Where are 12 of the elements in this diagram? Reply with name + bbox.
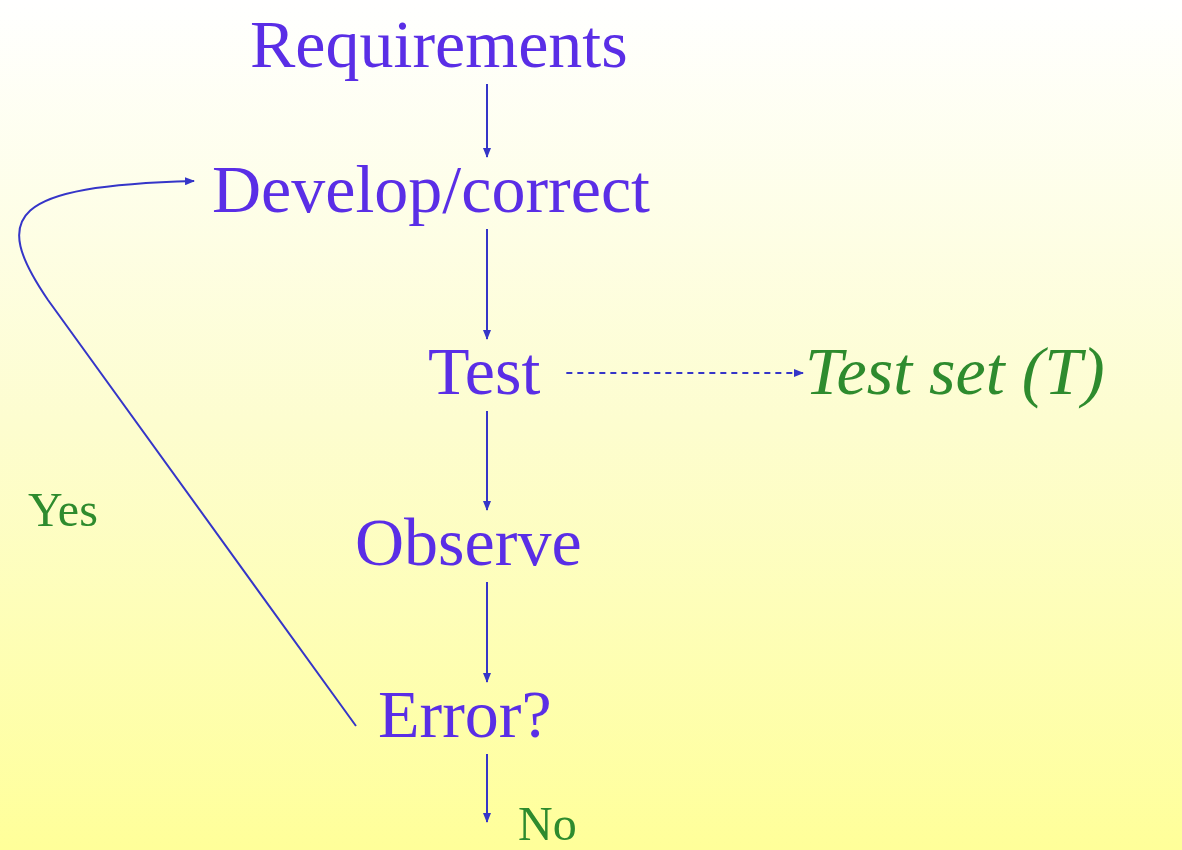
arrow	[483, 753, 491, 823]
step-text: Test	[428, 337, 541, 405]
arrow	[18, 177, 357, 727]
arrow	[483, 228, 491, 340]
arrow	[483, 410, 491, 511]
step-text: Error?	[378, 680, 552, 748]
arrow	[483, 83, 491, 158]
arrow	[483, 581, 491, 683]
step-text: Observe	[355, 508, 582, 576]
arrow	[565, 369, 804, 377]
edge-label: No	[518, 800, 577, 848]
edge-label: Yes	[28, 486, 98, 534]
